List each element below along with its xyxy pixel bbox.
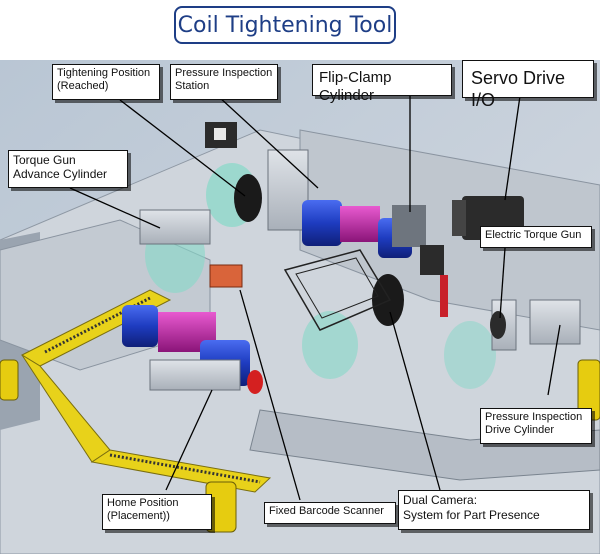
flywheel-upper xyxy=(234,174,262,222)
label-home-position: Home Position (Placement)) xyxy=(102,494,212,530)
teal-shield-right xyxy=(444,321,496,389)
inspection-column xyxy=(267,149,309,231)
barcode-scanner xyxy=(209,264,243,288)
servo-motor-flange xyxy=(452,200,466,236)
home-cylinder-slide xyxy=(149,359,241,391)
yellow-post-left xyxy=(0,359,19,401)
fixture-wireframe xyxy=(283,249,392,331)
label-fixed-barcode-scanner: Fixed Barcode Scanner xyxy=(264,502,396,524)
cable-chain-bottom xyxy=(109,453,261,484)
flywheel-lower xyxy=(372,274,404,326)
torque-gun-slide xyxy=(139,209,211,245)
flip-clamp-base xyxy=(420,245,444,275)
label-servo-drive-io: Servo Drive I/O xyxy=(462,60,594,110)
label-flip-clamp-cylinder: Flip-Clamp Cylinder xyxy=(312,64,452,104)
home-cylinder-red-cap xyxy=(247,370,263,394)
flip-clamp-cylinder xyxy=(392,205,426,247)
red-stopper xyxy=(440,275,448,317)
electric-torque-gun-head xyxy=(490,311,506,339)
home-cylinder-blue-left xyxy=(122,305,158,347)
coil-cylinder-upper-blue xyxy=(302,200,342,246)
label-pressure-inspection-drive-cylinder: Pressure Inspection Drive Cylinder xyxy=(480,408,592,444)
teal-shield-center xyxy=(302,311,358,379)
label-tightening-position: Tightening Position (Reached) xyxy=(52,64,160,100)
label-pressure-inspection-station: Pressure Inspection Station xyxy=(170,64,278,100)
label-electric-torque-gun: Electric Torque Gun xyxy=(480,226,592,248)
bottom-right-rail xyxy=(249,409,600,481)
callout-leaders xyxy=(69,95,561,501)
drive-cylinder-body xyxy=(529,299,581,345)
camera-top-block-face xyxy=(214,128,226,140)
page-title: Coil Tightening Tool xyxy=(174,6,396,44)
label-dual-camera: Dual Camera: System for Part Presence xyxy=(398,490,590,530)
fixture-wireframe-inner xyxy=(295,257,379,319)
coil-cylinder-upper-magenta xyxy=(340,206,380,242)
label-torque-gun-advance-cylinder: Torque Gun Advance Cylinder xyxy=(8,150,128,188)
